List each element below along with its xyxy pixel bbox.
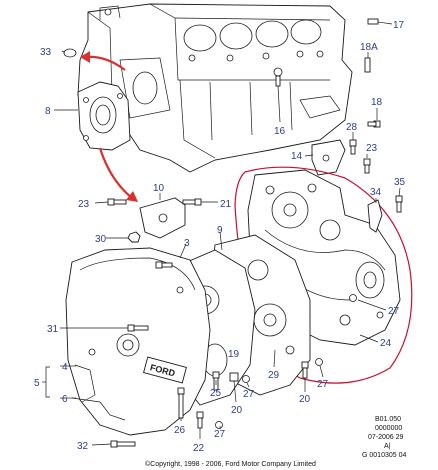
engine-block bbox=[77, 3, 353, 173]
reference-block: B01.050 0000000 07-2006 29 A| G 0010305 … bbox=[362, 416, 406, 459]
reference-line: B01.050 bbox=[375, 416, 401, 423]
direction-arrow bbox=[80, 51, 138, 202]
callout-24: 24 bbox=[380, 338, 392, 349]
reference-line: A| bbox=[384, 443, 391, 450]
bolt bbox=[155, 261, 173, 269]
nut bbox=[127, 231, 141, 243]
dowel-pin bbox=[367, 18, 379, 25]
callout-27-mid: 27 bbox=[243, 389, 255, 400]
callout-25: 25 bbox=[210, 388, 222, 399]
callout-23-left: 23 bbox=[78, 199, 90, 210]
bolt bbox=[110, 440, 136, 448]
harness-bracket bbox=[71, 364, 126, 421]
callout-27-lower: 27 bbox=[317, 379, 329, 390]
callout-10: 10 bbox=[153, 183, 165, 194]
callout-labels: 17 18A 33 8 16 18 28 14 23 35 34 10 23 2… bbox=[34, 20, 406, 454]
mounting-bracket bbox=[311, 139, 346, 176]
callout-27-right: 27 bbox=[388, 306, 400, 317]
copyright-notice: ©Copyright, 1998 - 2006, Ford Motor Comp… bbox=[145, 460, 316, 468]
bolt bbox=[367, 120, 381, 128]
callout-14: 14 bbox=[291, 151, 303, 162]
callout-20-right: 20 bbox=[299, 394, 311, 405]
callout-21: 21 bbox=[220, 199, 232, 210]
sensor-bracket bbox=[367, 199, 383, 233]
callout-19: 19 bbox=[228, 349, 240, 360]
timing-cover: FORD bbox=[65, 247, 211, 436]
callout-31: 31 bbox=[47, 324, 59, 335]
callout-26: 26 bbox=[174, 425, 186, 436]
highlight-outline bbox=[234, 166, 413, 384]
callout-28: 28 bbox=[346, 122, 358, 133]
callout-30: 30 bbox=[95, 234, 107, 245]
bolt bbox=[229, 372, 239, 382]
callout-23-upper: 23 bbox=[366, 143, 378, 154]
bolt bbox=[182, 198, 202, 206]
callout-35: 35 bbox=[394, 177, 406, 188]
adapter-plate bbox=[77, 81, 131, 151]
bolt bbox=[363, 158, 371, 174]
bolt bbox=[301, 361, 309, 379]
callout-33: 33 bbox=[40, 47, 52, 58]
bolt bbox=[196, 411, 204, 429]
reference-line: 07-2006 29 bbox=[368, 434, 404, 441]
engine-mount-bracket bbox=[139, 197, 186, 239]
bolt bbox=[395, 195, 403, 213]
bolt bbox=[107, 198, 127, 206]
bolt bbox=[177, 387, 185, 419]
callout-16: 16 bbox=[274, 126, 286, 137]
stud bbox=[364, 57, 371, 73]
reference-line: 0000000 bbox=[375, 425, 402, 432]
bolt bbox=[127, 324, 149, 332]
callout-4: 4 bbox=[62, 362, 68, 373]
callout-29: 29 bbox=[268, 370, 280, 381]
callout-34: 34 bbox=[370, 187, 382, 198]
callout-20-mid: 20 bbox=[231, 405, 243, 416]
callout-5: 5 bbox=[34, 378, 40, 389]
callout-17: 17 bbox=[393, 20, 405, 31]
bolt bbox=[349, 139, 357, 155]
o-ring bbox=[63, 48, 77, 58]
callout-27-bottom: 27 bbox=[214, 429, 226, 440]
callout-6: 6 bbox=[62, 394, 68, 405]
plug-bolt bbox=[273, 67, 283, 87]
callout-18: 18 bbox=[371, 97, 383, 108]
callout-3: 3 bbox=[184, 238, 190, 249]
leader-lines bbox=[42, 21, 401, 446]
reference-line: G 0010305 04 bbox=[362, 452, 406, 459]
callout-18a: 18A bbox=[360, 42, 378, 53]
washer bbox=[215, 294, 357, 429]
callout-9: 9 bbox=[217, 225, 223, 236]
callout-8: 8 bbox=[45, 106, 51, 117]
callout-32: 32 bbox=[77, 441, 89, 452]
callout-22: 22 bbox=[193, 443, 205, 454]
